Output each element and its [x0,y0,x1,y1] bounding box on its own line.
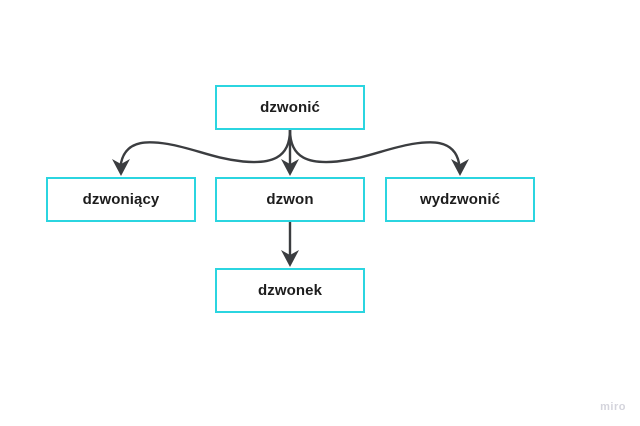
node-dzwonek[interactable]: dzwonek [215,268,365,313]
connector-dzwonic-wydzwonic[interactable] [288,128,461,165]
connector-dzwonic-dzwoniacy[interactable] [119,128,292,165]
node-dzwon-label: dzwon [266,191,314,208]
node-dzwonek-label: dzwonek [257,282,323,299]
node-dzwon[interactable]: dzwon [215,177,365,222]
miro-watermark: miro [600,401,626,413]
node-wydzwonic-label: wydzwonić [419,191,501,208]
node-dzwonic[interactable]: dzwonić [215,85,365,130]
arrowhead-wydzwonic [451,159,469,176]
node-dzwoniacy-label: dzwoniący [82,191,160,208]
node-wydzwonic[interactable]: wydzwonić [385,177,535,222]
node-dzwoniacy[interactable]: dzwoniący [46,177,196,222]
node-dzwonic-label: dzwonić [260,99,320,116]
